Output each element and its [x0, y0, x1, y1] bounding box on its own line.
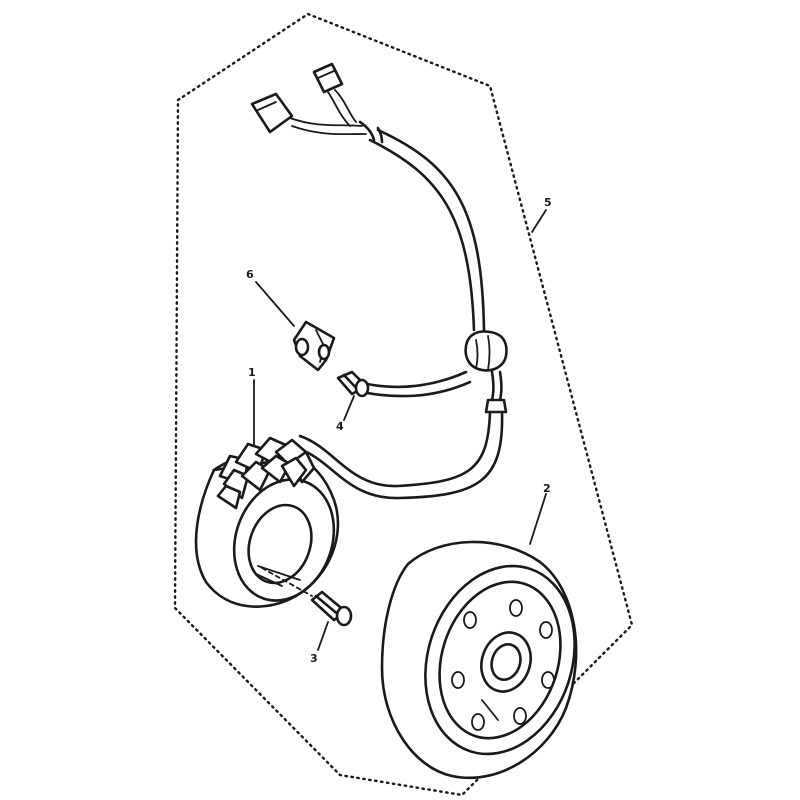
stator [194, 436, 340, 608]
clamp-screw [336, 370, 370, 398]
assembly-boundary [173, 12, 634, 797]
stator-screw [261, 567, 353, 627]
callout-2: 2 [543, 482, 551, 495]
callout-5: 5 [544, 196, 552, 209]
grommet [464, 330, 508, 372]
callout-1: 1 [248, 366, 256, 379]
connector-plug [312, 62, 344, 94]
callouts: 1 2 3 4 5 6 [246, 196, 552, 665]
callout-3: 3 [310, 652, 318, 665]
connector-plug [250, 92, 294, 134]
callout-6: 6 [246, 268, 254, 281]
rotor-flywheel [380, 540, 578, 780]
wire-harness [250, 62, 508, 500]
callout-4: 4 [336, 420, 344, 433]
cable-clamp [292, 320, 336, 372]
